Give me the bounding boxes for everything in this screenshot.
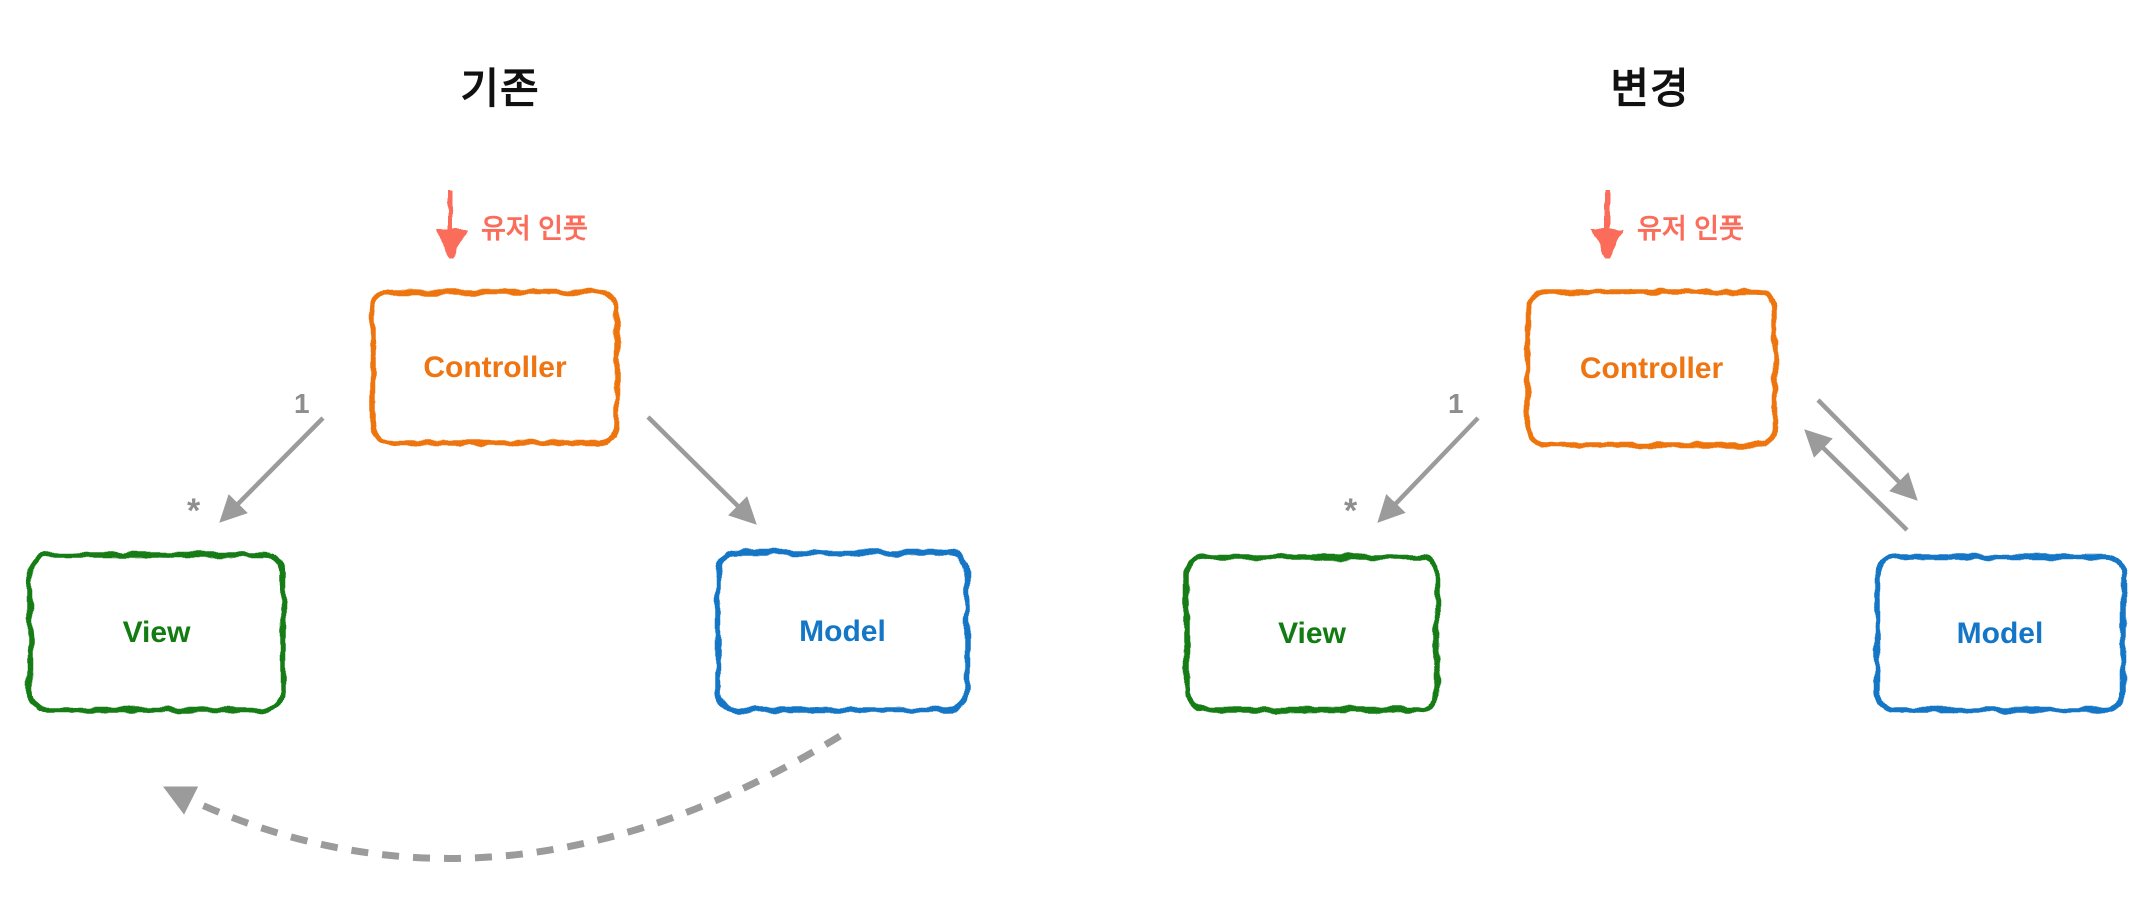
right-multiplicity-many: *: [1344, 492, 1358, 530]
right-controller-box: [1525, 289, 1778, 448]
left-view-node: View: [122, 615, 191, 649]
right-view-node: View: [1278, 616, 1346, 650]
left-panel-title: 기존: [460, 65, 540, 112]
left-model-box: [715, 550, 970, 713]
left-multiplicity-many: *: [187, 492, 201, 530]
right-controller-to-model-arrow: [1816, 398, 1918, 501]
left-controller-node: Controller: [423, 350, 567, 384]
left-multiplicity-one: 1: [294, 388, 310, 419]
right-panel-title: 변경: [1610, 65, 1690, 112]
left-model-to-view-dashed-arrow: [162, 733, 842, 862]
right-model-box: [1874, 554, 2126, 713]
right-controller-to-view-arrow: [1377, 416, 1480, 523]
left-model-node: Model: [799, 614, 886, 648]
right-user-input-label: 유저 인풋: [1637, 214, 1744, 244]
right-model-to-controller-arrow: [1804, 429, 1909, 532]
left-controller-box: [370, 289, 620, 446]
left-user-input-label: 유저 인풋: [481, 214, 588, 244]
left-view-box: [27, 552, 286, 713]
right-model-node: Model: [1956, 616, 2044, 650]
right-multiplicity-one: 1: [1448, 388, 1464, 419]
right-view-box: [1184, 554, 1440, 713]
left-controller-to-model-arrow: [646, 415, 757, 525]
right-controller-node: Controller: [1579, 351, 1724, 385]
left-controller-to-view-arrow: [219, 416, 325, 523]
